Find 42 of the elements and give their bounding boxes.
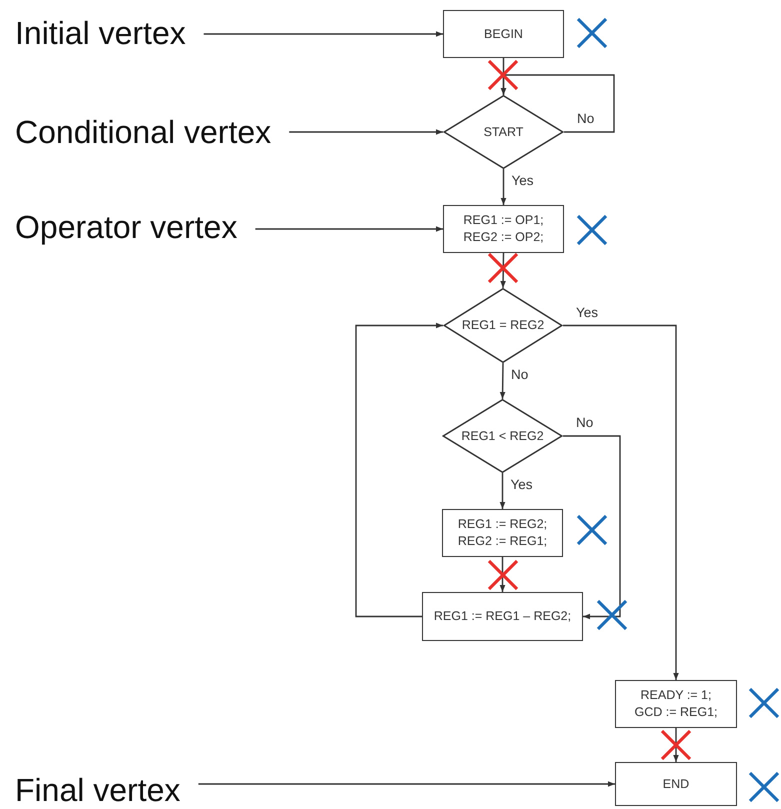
edge-label: Yes	[575, 304, 600, 320]
arrow	[500, 74, 615, 133]
node-text: START	[484, 124, 524, 140]
decision-diamond	[443, 95, 564, 169]
arrow	[563, 324, 679, 680]
process-box	[615, 762, 737, 806]
node-text: BEGIN	[484, 26, 523, 42]
node-text: END	[662, 776, 690, 792]
arrow	[673, 728, 679, 762]
edge-label: No	[576, 111, 596, 126]
node-text: REG1 = REG2	[462, 317, 544, 334]
node-text: REG1 := OP1; REG2 := OP2;	[462, 212, 545, 246]
decision-diamond	[443, 288, 563, 363]
arrow	[255, 226, 443, 232]
node-text: REG1 := REG2; REG2 := REG1;	[456, 516, 548, 550]
process-box	[443, 10, 564, 58]
edge-label: Yes	[510, 477, 534, 492]
edge-label: No	[575, 415, 594, 430]
arrow	[500, 473, 506, 509]
node-text: REG1 < REG2	[461, 428, 544, 444]
process-box	[615, 680, 737, 728]
vertex-type-label: Operator vertex	[15, 207, 238, 247]
arrow	[500, 253, 506, 288]
arrow	[355, 322, 443, 618]
node-text: READY := 1; GCD := REG1;	[633, 687, 718, 721]
arrow	[500, 363, 506, 399]
arrow	[289, 129, 443, 135]
node-text: REG1 := REG1 – REG2;	[434, 608, 572, 625]
arrow	[500, 169, 506, 205]
process-box	[442, 509, 563, 557]
process-box	[422, 592, 583, 641]
decision-diamond	[442, 399, 563, 473]
vertex-type-label: Initial vertex	[15, 13, 186, 53]
vertex-type-label: Conditional vertex	[15, 112, 272, 152]
arrow	[204, 31, 443, 37]
edge-label: No	[510, 367, 530, 382]
edge-label: Yes	[510, 173, 535, 188]
arrow	[198, 781, 615, 787]
arrow	[500, 557, 506, 592]
vertex-type-label: Final vertex	[15, 770, 180, 809]
arrow	[563, 435, 621, 620]
process-box	[443, 205, 564, 253]
